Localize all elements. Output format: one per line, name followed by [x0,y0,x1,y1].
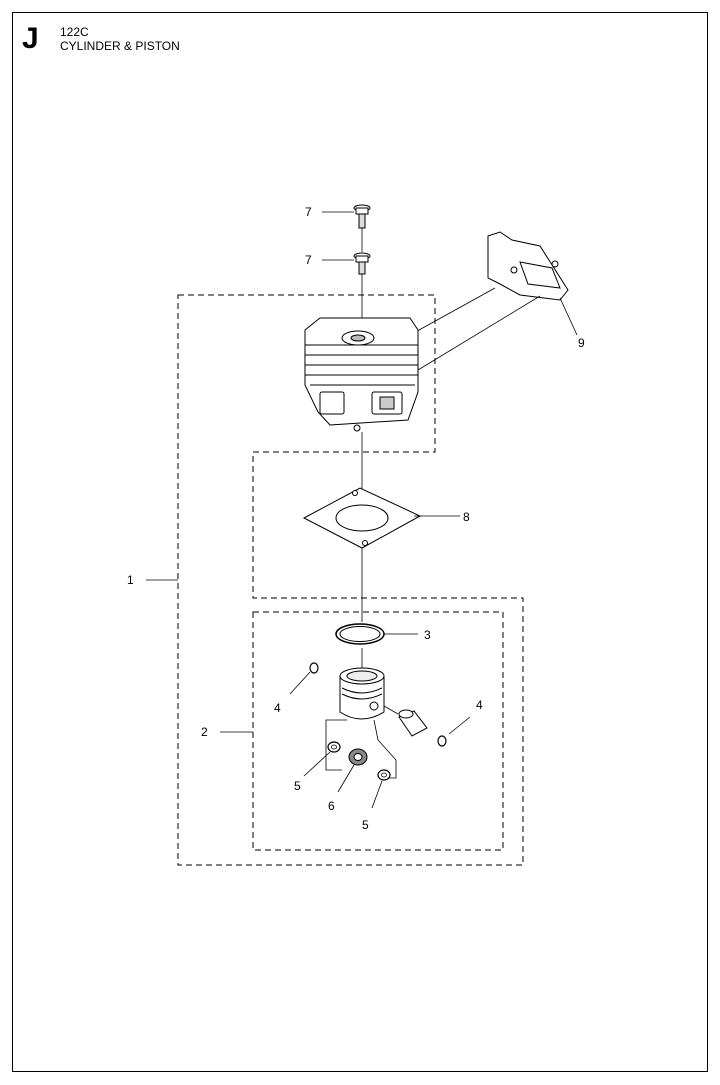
diagram-title: CYLINDER & PISTON [60,39,180,53]
cylinder-gasket [302,487,422,549]
muffler-gasket-guide-upper [409,287,496,336]
callout-screw-lower: 7 [305,253,312,267]
piston-ring [335,623,385,645]
piston-pin-axis [383,705,399,715]
needle-bearing [348,748,368,766]
callout-piston-ring: 3 [424,628,431,642]
callout-cylinder-assembly: 1 [127,573,134,587]
leader-circlip-right [448,716,471,735]
muffler-gasket [487,231,569,301]
callout-muffler-gasket: 9 [578,336,585,350]
leader-needle-bearing [337,764,355,793]
leader-muffler-gasket [559,297,578,336]
section-letter: J [22,22,39,55]
cylinder [304,317,419,432]
page-frame [12,12,708,1072]
connecting-rod [325,719,397,779]
screw-upper [353,204,371,229]
callout-needle-bearing: 6 [328,799,335,813]
screw-lower [353,252,371,275]
muffler-gasket-guide-lower [417,295,541,371]
callout-circlip-right: 4 [476,698,483,712]
piston-pin [398,709,428,737]
callout-piston-assembly: 2 [201,725,208,739]
circlip-right [437,735,447,747]
model-number: 122C [60,25,89,39]
callout-circlip-left: 4 [274,701,281,715]
circlip-left [309,662,319,674]
callout-cylinder-gasket: 8 [463,510,470,524]
callout-screw-upper: 7 [305,205,312,219]
piston [339,667,385,720]
leader-circlip-left [289,671,311,695]
cylinder-assembly-boundary [177,294,524,866]
callout-washer-left: 5 [294,779,301,793]
callout-washer-right: 5 [362,818,369,832]
leader-washer-right [371,780,383,809]
piston-assembly-boundary [252,611,504,851]
leader-washer-left [303,751,331,777]
